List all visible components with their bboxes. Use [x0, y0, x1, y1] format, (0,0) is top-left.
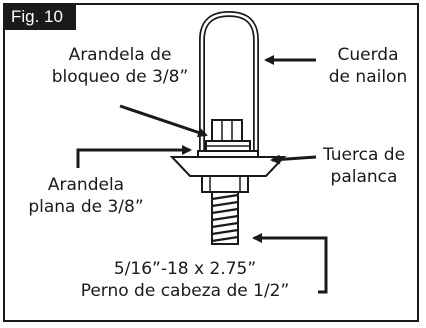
lever-nut [169, 156, 287, 177]
label-lock-washer: Arandela de bloqueo de 3/8” [51, 45, 189, 87]
leader-flat-washer [76, 145, 192, 168]
leader-lock-washer [119, 104, 208, 138]
label-lever-nut: Tuerca de palanca [322, 145, 406, 187]
label-flat-washer: Arandela plana de 3/8” [28, 175, 144, 217]
leader-bolt [252, 233, 328, 294]
figure-tag: Fig. 10 [3, 3, 76, 30]
label-nylon-cord: Cuerda de nailon [328, 45, 408, 87]
label-bolt: 5/16”-18 x 2.75” Perno de cabeza de 1/2” [80, 259, 290, 301]
bolt-head [211, 119, 243, 142]
leader-lever-nut [270, 154, 317, 165]
